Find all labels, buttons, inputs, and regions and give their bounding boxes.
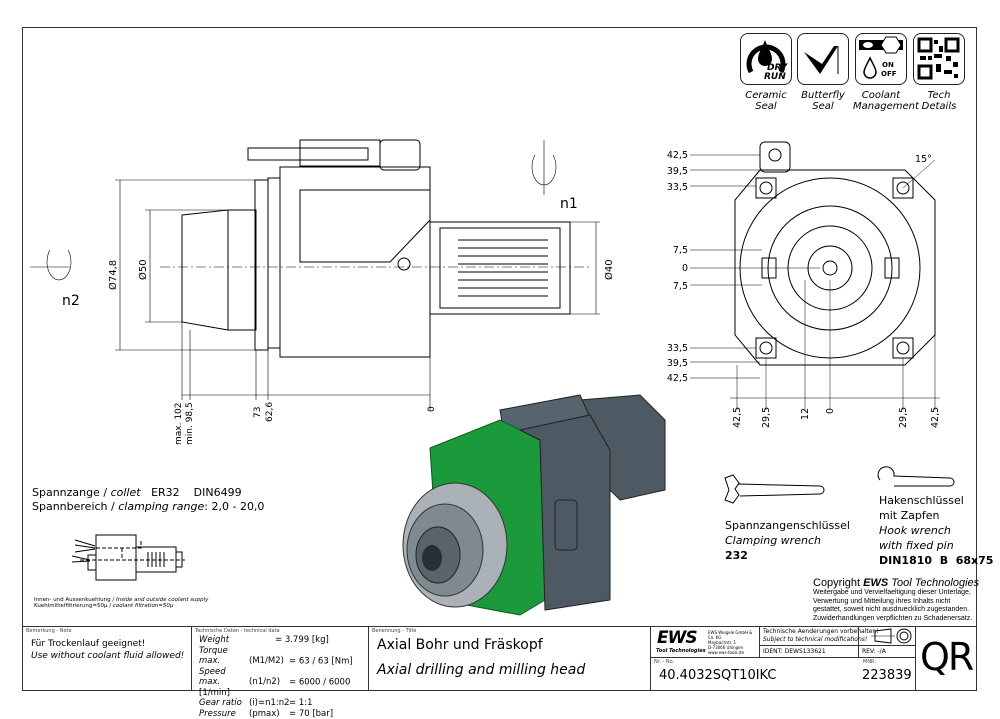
title-caption: Benennung - Title	[372, 628, 416, 634]
tech-value: = 1:1	[289, 698, 313, 708]
copyright-line: Weitergabe und Vervielfaeltigung dieser …	[813, 589, 979, 598]
company-cell: EWS Tool Technologies EWS Weigele GmbH &…	[650, 626, 760, 658]
copyright-pre: Copyright	[813, 577, 863, 589]
clamping-wrench-en: Clamping wrench	[725, 533, 850, 548]
product-render	[403, 395, 665, 615]
svg-text:29,5: 29,5	[898, 407, 909, 428]
title-de: Axial Bohr und Fräskopf	[377, 637, 543, 653]
clamping-label: Spannbereich /	[32, 500, 115, 513]
clamping-wrench-info: Spannzangenschlüssel Clamping wrench 232	[725, 518, 850, 563]
clamping-label-en: clamping range	[118, 500, 204, 513]
svg-text:7,5: 7,5	[673, 281, 688, 292]
tech-value: = 3.799 [kg]	[275, 635, 329, 645]
svg-text:42,5: 42,5	[732, 407, 743, 428]
svg-text:Ø50: Ø50	[137, 259, 149, 280]
collet-value: ER32 DIN6499	[151, 486, 242, 499]
tech-key: (pmax)	[249, 709, 289, 719]
hook-wrench-info: Hakenschlüssel mit Zapfen Hook wrench wi…	[879, 493, 993, 568]
title-cell: Benennung - Title Axial Bohr und Fräskop…	[368, 626, 651, 691]
mnr-caption: MNR:	[863, 659, 876, 665]
changes-en: Subject to technical modifications!	[763, 636, 867, 643]
svg-text:39,5: 39,5	[667, 166, 688, 177]
clamping-wrench-de: Spannzangenschlüssel	[725, 518, 850, 533]
svg-text:73: 73	[253, 407, 263, 418]
svg-text:Ø74,8: Ø74,8	[107, 260, 119, 290]
address-line: www.ews-tools.de	[708, 650, 759, 655]
tech-label: Torque max.	[199, 646, 249, 667]
address-line: EWS Weigele GmbH & Co. KG	[708, 630, 759, 640]
svg-text:33,5: 33,5	[667, 343, 688, 354]
mnr: 223839	[862, 668, 912, 683]
copyright-post: Tool Technologies	[888, 577, 979, 589]
copyright-line: Verwertung und Mitteilung ihres Inhalts …	[813, 598, 979, 607]
projection-symbol	[858, 626, 916, 646]
collet-label-en: collet	[111, 486, 141, 499]
svg-text:62,6: 62,6	[265, 402, 275, 422]
tech-label: Weight	[199, 635, 261, 646]
filtration-note-en: coolant filtration=50µ	[113, 603, 174, 609]
svg-text:min. 98,5: min. 98,5	[185, 402, 195, 445]
svg-text:42,5: 42,5	[667, 150, 688, 161]
svg-text:15°: 15°	[915, 154, 932, 165]
svg-text:42,5: 42,5	[930, 407, 941, 428]
svg-text:0: 0	[682, 263, 688, 274]
svg-text:39,5: 39,5	[667, 358, 688, 369]
copyright: Copyright EWS Tool Technologies Weiterga…	[813, 577, 979, 623]
svg-text:max. 102: max. 102	[174, 402, 184, 445]
svg-text:42,5: 42,5	[667, 373, 688, 384]
logo-sub: Tool Technologies	[656, 648, 706, 654]
tech-label: Pressure	[199, 709, 249, 719]
note-en: Use without coolant fluid allowed!	[31, 651, 184, 661]
revision: REV: -/A	[862, 648, 886, 655]
hook-wrench-en: Hook wrench	[879, 523, 993, 538]
nr-caption: Nr. - No.	[654, 659, 674, 665]
tech-value: = 63 / 63 [Nm]	[289, 656, 353, 666]
copyright-line: Zuwiderhandlungen verpflichten zu Schade…	[813, 615, 979, 624]
svg-text:n1: n1	[560, 196, 578, 212]
tech-key: (n1/n2)	[249, 677, 289, 688]
svg-text:12: 12	[800, 408, 811, 420]
filtration-note-de: Kuehlmittelfiltrierung=50µ /	[34, 603, 111, 609]
copyright-brand: EWS	[863, 577, 888, 589]
svg-text:0: 0	[825, 408, 836, 414]
ident: IDENT: DEWS133621	[763, 648, 826, 655]
svg-text:Ø40: Ø40	[603, 259, 615, 280]
hook-wrench-code: DIN1810 B 68x75	[879, 553, 993, 568]
part-number-cell: Nr. - No. 40.4032SQT10IKC MNR: 223839	[650, 657, 916, 691]
tech-label: Gear ratio	[199, 698, 249, 709]
qr-cell: QR	[915, 626, 977, 691]
part-number: 40.4032SQT10IKC	[659, 668, 776, 683]
collet-label: Spannzange /	[32, 486, 107, 499]
svg-text:0: 0	[427, 406, 437, 412]
note-de: Für Trockenlauf geeignet!	[31, 639, 145, 649]
note-cell: Bemerkung - Note Für Trockenlauf geeigne…	[22, 626, 192, 691]
tech-value: = 70 [bar]	[289, 709, 333, 719]
ews-logo: EWS	[657, 628, 697, 648]
copyright-line: gestattet, soweit nicht ausdruecklich zu…	[813, 606, 979, 615]
note-caption: Bemerkung - Note	[26, 628, 72, 634]
tech-label: Speed max.	[199, 667, 249, 688]
hook-wrench-de2: mit Zapfen	[879, 508, 993, 523]
tech-data-cell: Technische Daten - technical data Weight…	[191, 626, 369, 691]
tech-key: (M1/M2)	[249, 656, 289, 667]
svg-text:n2: n2	[62, 293, 80, 309]
title-en: Axial drilling and milling head	[377, 662, 585, 678]
hook-wrench-en2: with fixed pin	[879, 538, 993, 553]
svg-text:29,5: 29,5	[761, 407, 772, 428]
svg-text:7,5: 7,5	[673, 245, 688, 256]
tech-key: (i)=n1:n2	[249, 698, 289, 709]
tech-caption: Technische Daten - technical data	[195, 628, 280, 634]
changes-cell: Technische Aenderungen vorbehalten! Subj…	[759, 626, 859, 646]
hook-wrench-de: Hakenschlüssel	[879, 493, 993, 508]
qr-label: QR	[920, 635, 972, 679]
clamping-wrench-code: 232	[725, 548, 850, 563]
svg-text:33,5: 33,5	[667, 182, 688, 193]
clamping-value: : 2,0 - 20,0	[204, 500, 264, 513]
